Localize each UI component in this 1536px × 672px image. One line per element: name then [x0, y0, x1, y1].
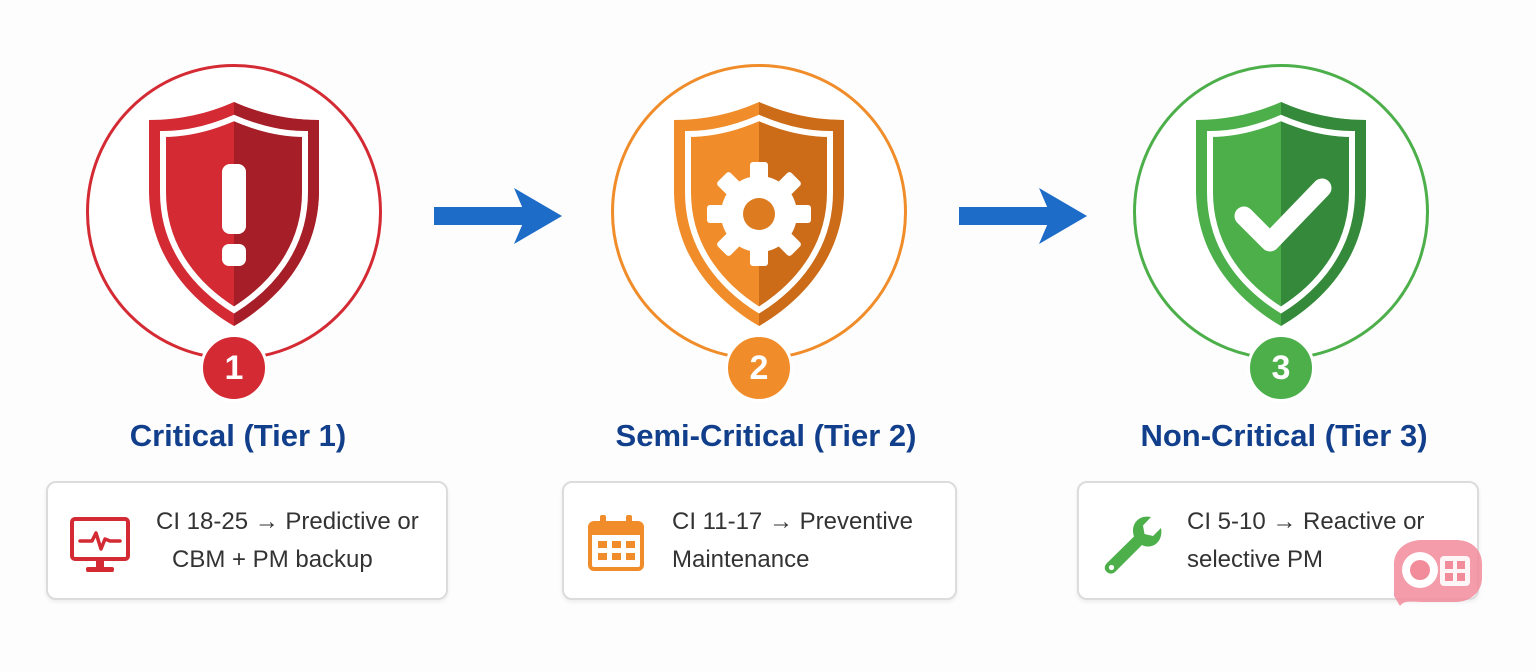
calendar-icon [588, 515, 644, 571]
arrow-right-icon [959, 188, 1087, 244]
tier-2-title: Semi-Critical (Tier 2) [615, 418, 917, 453]
watermark-logo-icon [1394, 540, 1482, 606]
tier-3-card: CI 5-10 → Reactive or selective PM [1077, 481, 1479, 600]
exclamation-icon [222, 164, 246, 266]
tier-2-shield-icon [674, 102, 844, 326]
tier-3-number-badge: 3 [1247, 334, 1315, 402]
tier-1-title: Critical (Tier 1) [129, 418, 347, 453]
tier-2-number-badge: 2 [725, 334, 793, 402]
tier-1-card-line-2: CBM + PM backup [172, 546, 373, 573]
tier-2-card: CI 11-17 → Preventive Maintenance [562, 481, 957, 600]
tier-1-number-badge: 1 [200, 334, 268, 402]
tier-2-card-line-1: CI 11-17 → Preventive [672, 508, 913, 535]
tier-3-card-line-1: CI 5-10 → Reactive or [1187, 508, 1425, 535]
tier-1-card: CI 18-25 → Predictive or CBM + PM backup [46, 481, 448, 600]
monitor-heartbeat-icon [70, 517, 130, 572]
tier-3-title: Non-Critical (Tier 3) [1140, 418, 1428, 453]
checkmark-icon [1234, 178, 1332, 252]
tier-3-card-line-2: selective PM [1187, 546, 1324, 573]
tier-1-card-line-1: CI 18-25 → Predictive or [156, 508, 419, 535]
gear-icon [707, 162, 811, 266]
wrench-icon [1104, 516, 1162, 574]
tier-1-shield-icon [149, 102, 319, 326]
tier-3-shield-icon [1196, 102, 1366, 326]
tier-2-card-line-2: Maintenance [672, 546, 810, 573]
arrow-right-icon [434, 188, 562, 244]
